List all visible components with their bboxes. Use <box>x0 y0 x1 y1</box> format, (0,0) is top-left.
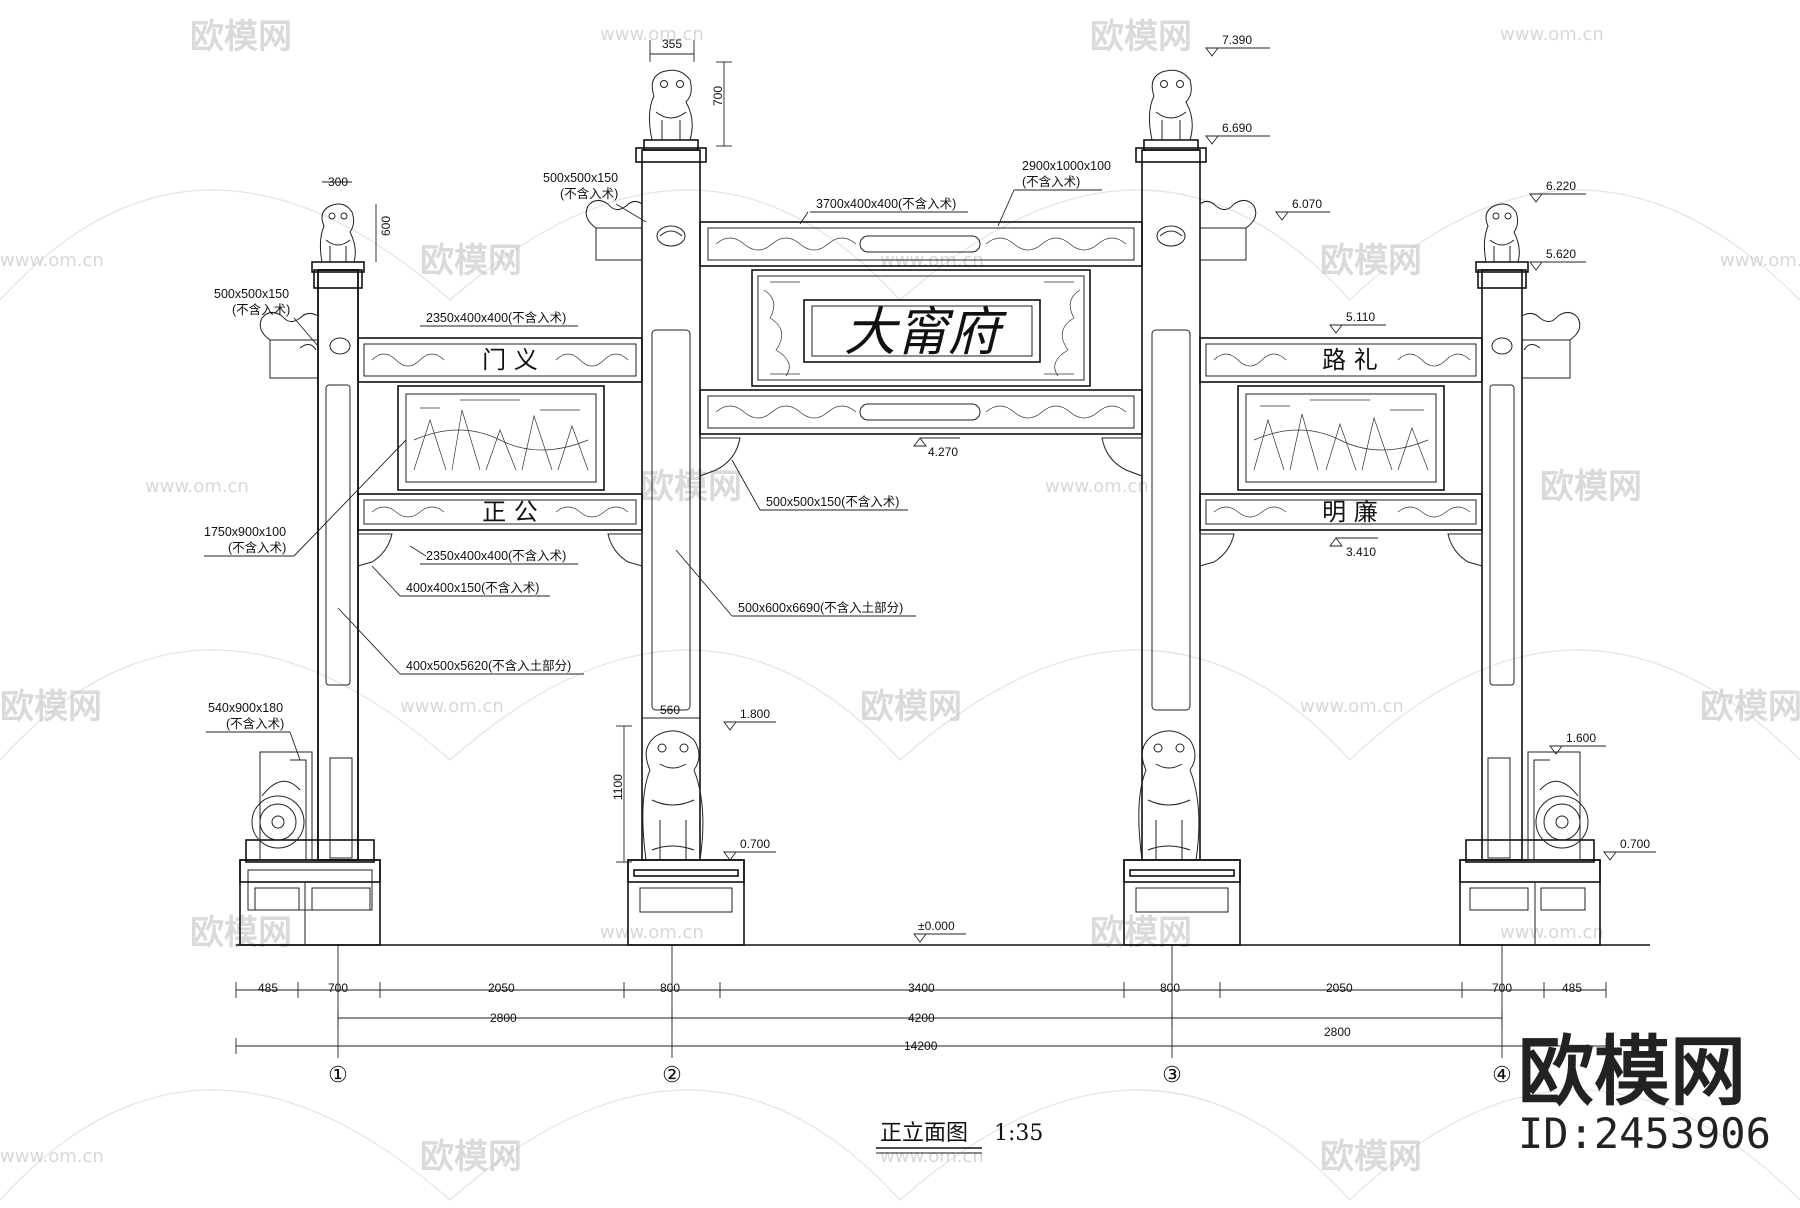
watermark-url: www.om.cn <box>0 1146 104 1167</box>
title-text: 正立面图 <box>880 1121 968 1146</box>
watermark-text: 欧模网 <box>1320 241 1422 281</box>
label-panel-side-note: (不含入术) <box>228 540 286 555</box>
center-bay: 大甯府 <box>699 221 1143 477</box>
elevation-0700-right: 0.700 <box>1620 837 1650 851</box>
label-beam-side-top: 2350x400x400(不含入术) <box>426 310 566 325</box>
brand-id: ID:2453906 <box>1518 1109 1771 1158</box>
watermark-text: 欧模网 <box>190 17 292 57</box>
dim-row2-1: 4200 <box>908 1011 935 1025</box>
elevation-7390: 7.390 <box>1222 33 1252 47</box>
dim-355: 355 <box>662 37 682 51</box>
watermark-url: www.om.cn <box>1500 922 1604 943</box>
axis-1: ① <box>328 1063 348 1088</box>
dim-1100: 1100 <box>611 774 625 800</box>
label-beam-side-bottom: 2350x400x400(不含入术) <box>426 548 566 563</box>
dim-600: 600 <box>379 216 393 236</box>
dim-row1-8: 485 <box>1562 981 1582 995</box>
watermark-text: 欧模网 <box>420 241 522 281</box>
elevation-5110: 5.110 <box>1346 310 1375 324</box>
dim-560: 560 <box>660 703 680 717</box>
dim-row2-0: 2800 <box>490 1011 517 1025</box>
elevation-0000: ±0.000 <box>918 919 955 933</box>
watermark-url: www.om.cn <box>1300 696 1404 717</box>
title-scale: 1:35 <box>994 1121 1043 1146</box>
watermark-text: 欧模网 <box>1090 17 1192 57</box>
elevation-0700-left: 0.700 <box>740 837 770 851</box>
brand-watermark: 欧模网 ID:2453906 <box>1518 1027 1771 1158</box>
watermark-text: 欧模网 <box>1700 687 1800 727</box>
dim-total: 14200 <box>904 1039 938 1053</box>
axis-2: ② <box>662 1063 682 1088</box>
axis-4: ④ <box>1492 1063 1512 1088</box>
watermark-url: www.om.cn <box>880 1146 984 1167</box>
elevation-4270: 4.270 <box>928 445 958 459</box>
left-top-panel-text: 门 义 <box>482 346 538 374</box>
elevation-marks: 7.390 6.690 6.070 6.220 5.620 5.110 4.27… <box>723 33 1656 943</box>
label-cap-side: 500x500x150 <box>214 287 289 301</box>
label-column-center: 500x600x6690(不含入土部分) <box>738 600 903 615</box>
label-base-side: 540x900x180 <box>208 701 283 715</box>
axis-3: ③ <box>1162 1063 1182 1088</box>
dim-row1-6: 2050 <box>1326 981 1353 995</box>
watermark-url: www.om.cn <box>1045 476 1149 497</box>
bottom-dimensions: 485 700 2050 800 3400 800 2050 700 485 2… <box>235 945 1607 1058</box>
left-bay: 门 义 正 公 <box>357 337 643 567</box>
label-column-side: 400x500x5620(不含入土部分) <box>406 658 571 673</box>
watermark-text: 欧模网 <box>0 687 102 727</box>
dim-row2-2: 2800 <box>1324 1025 1351 1039</box>
label-cap-side-note: (不含入术) <box>232 302 290 317</box>
label-beam-center-top: 3700x400x400(不含入术) <box>816 196 956 211</box>
watermark-url: www.om.cn <box>1720 250 1800 271</box>
brand-logo-text: 欧模网 <box>1518 1027 1746 1116</box>
dim-row1-0: 485 <box>258 981 278 995</box>
watermark-text: 欧模网 <box>1540 467 1642 507</box>
right-bay: 路 礼 明 廉 <box>1199 337 1483 567</box>
watermark-url: www.om.cn <box>145 476 249 497</box>
dim-row1-5: 800 <box>1160 981 1180 995</box>
left-bottom-panel-text: 正 公 <box>482 498 538 526</box>
label-cap-center-note: (不含入术) <box>560 186 618 201</box>
column-3 <box>1123 69 1257 946</box>
label-plaque-center-note: (不含入术) <box>1022 174 1080 189</box>
elevation-5620: 5.620 <box>1546 247 1576 261</box>
dim-300: 300 <box>328 175 348 189</box>
label-plaque-center: 2900x1000x100 <box>1022 159 1111 173</box>
dim-row1-4: 3400 <box>908 981 935 995</box>
watermark-text: 欧模网 <box>640 467 742 507</box>
label-bracket-side: 400x400x150(不含入术) <box>406 580 539 595</box>
watermark-text: 欧模网 <box>1090 913 1192 953</box>
annotations: 355 700 300 600 500x500x150 (不含入术) 2350x… <box>204 37 1111 863</box>
right-bottom-panel-text: 明 廉 <box>1322 498 1378 526</box>
watermark-url: www.om.cn <box>1500 24 1604 45</box>
watermark-url: www.om.cn <box>0 250 104 271</box>
elevation-3410: 3.410 <box>1346 545 1376 559</box>
dim-row1-3: 800 <box>660 981 680 995</box>
elevation-1600: 1.600 <box>1566 731 1596 745</box>
elevation-6690: 6.690 <box>1222 121 1252 135</box>
elevation-6070: 6.070 <box>1292 197 1322 211</box>
axis-markers: ① ② ③ ④ <box>328 1063 1512 1088</box>
drawing-title: 正立面图 1:35 <box>876 1121 1043 1154</box>
watermark-text: 欧模网 <box>860 687 962 727</box>
label-cap-center: 500x500x150 <box>543 171 618 185</box>
label-panel-side: 1750x900x100 <box>204 525 286 539</box>
watermark-url: www.om.cn <box>600 24 704 45</box>
watermark-url: www.om.cn <box>600 922 704 943</box>
dim-row1-2: 2050 <box>488 981 515 995</box>
right-top-panel-text: 路 礼 <box>1322 346 1378 374</box>
watermark-text: 欧模网 <box>190 913 292 953</box>
watermark-text: 欧模网 <box>420 1137 522 1177</box>
watermark-text: 欧模网 <box>1320 1137 1422 1177</box>
watermark-layer: 欧模网 欧模网 www.om.cn www.om.cn 欧模网 欧模网 www.… <box>0 17 1800 1201</box>
watermark-url: www.om.cn <box>400 696 504 717</box>
dim-700: 700 <box>711 86 725 106</box>
label-base-side-note: (不含入术) <box>226 716 284 731</box>
main-plaque-text: 大甯府 <box>844 303 1007 363</box>
column-4 <box>1459 203 1601 946</box>
elevation-6220: 6.220 <box>1546 179 1576 193</box>
label-bracket-center: 500x500x150(不含入术) <box>766 494 899 509</box>
elevation-1800: 1.800 <box>740 707 770 721</box>
column-2 <box>585 69 745 946</box>
